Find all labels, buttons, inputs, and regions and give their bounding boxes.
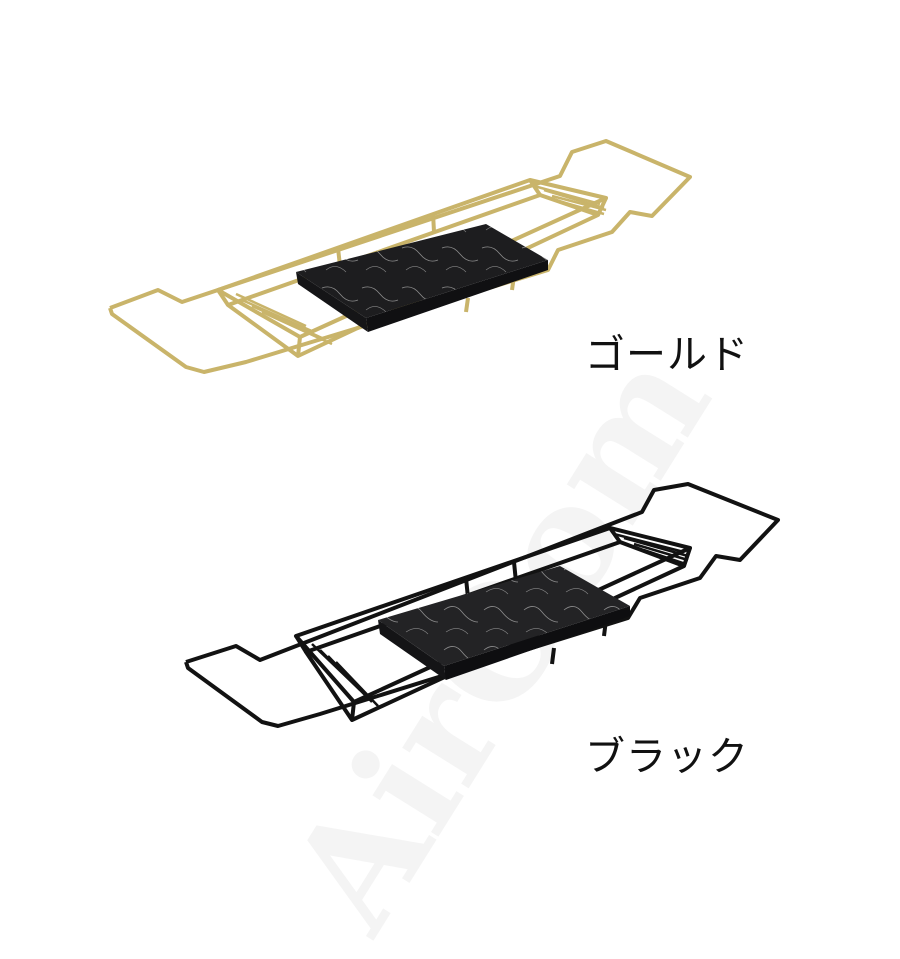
variant-label-gold: ゴールド bbox=[585, 332, 749, 378]
variant-label-black: ブラック bbox=[585, 734, 749, 780]
black-marble-board bbox=[378, 566, 630, 666]
gold-marble-board bbox=[296, 224, 548, 318]
bath-tray-black-image bbox=[184, 482, 780, 728]
gold-basket-wires bbox=[235, 184, 607, 346]
black-basket-wires bbox=[311, 532, 689, 707]
black-frame bbox=[184, 482, 780, 728]
bath-tray-gold-image bbox=[108, 139, 692, 374]
product-image: AirOom bbox=[108, 139, 780, 959]
